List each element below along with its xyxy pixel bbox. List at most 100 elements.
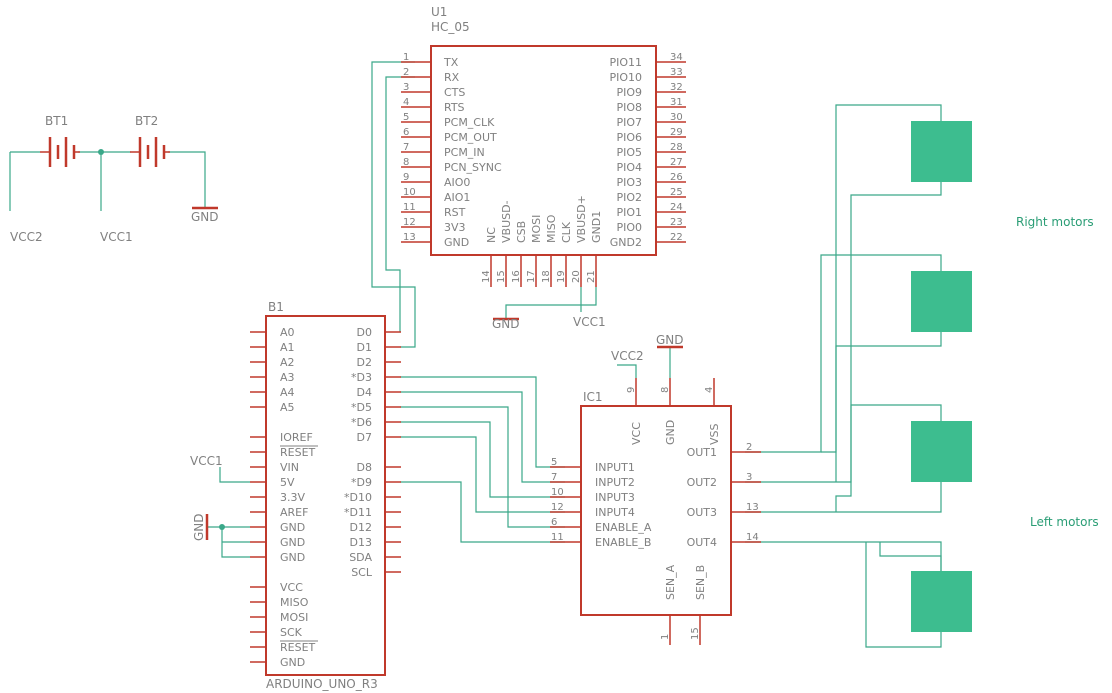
wire-rx-d0 [385, 76, 415, 332]
gnd-label-arduino: GND [192, 513, 206, 541]
hc05-pin-label: PIO7 [616, 116, 642, 129]
hc05-pin-label: PIO5 [616, 146, 642, 159]
wire-vcc1-5v [219, 467, 250, 483]
motor-left-2 [911, 571, 972, 632]
arduino-pin-label: GND [280, 536, 305, 549]
arduino-pin-label: RESET [280, 446, 316, 459]
wire-bt2-gnd [168, 151, 206, 208]
left-motors-label: Left motors [1030, 515, 1099, 529]
wire-out1-a [821, 104, 942, 453]
junction-dot-arduino [219, 524, 225, 530]
hc05-pin-label: PCM_IN [444, 146, 485, 159]
driver-pin-label: ENABLE_B [595, 536, 651, 549]
battery-bt1: BT1 [40, 114, 80, 167]
driver-pin-number: 13 [746, 502, 759, 513]
hc05-pin-label: TX [443, 56, 459, 69]
wire-d5-enablea [400, 406, 565, 528]
arduino-pin-label: A0 [280, 326, 295, 339]
hc05-right-pins: 34PIO1133PIO1032PIO931PIO830PIO729PIO628… [609, 52, 686, 249]
driver-pin-number: 14 [746, 532, 759, 543]
hc05-pin-label: AIO0 [444, 176, 470, 189]
driver-pin-number: 6 [551, 517, 557, 528]
arduino-pin-label: MOSI [280, 611, 308, 624]
arduino-pin-label: 5V [280, 476, 295, 489]
driver-pin-number: 15 [690, 627, 701, 640]
driver-pin-number: 10 [551, 487, 564, 498]
driver-pin-label: VCC [630, 422, 643, 445]
hc05-pin-label: PIO4 [616, 161, 642, 174]
driver-pin-number: 7 [551, 472, 557, 483]
arduino-pin-label: VIN [280, 461, 299, 474]
arduino-pin-label: D1 [357, 341, 372, 354]
arduino-pin-label: A1 [280, 341, 295, 354]
arduino-pin-label: *D3 [351, 371, 372, 384]
hc05-pin-label: PIO2 [616, 191, 642, 204]
arduino-pin-label: D0 [357, 326, 372, 339]
hc05-pin-label: PIO11 [609, 56, 642, 69]
hc05-pin-number: 20 [571, 270, 582, 283]
arduino-body [265, 315, 386, 676]
driver-pin-label: VSS [708, 423, 721, 445]
arduino-pin-label: A2 [280, 356, 295, 369]
wire-gnd-arduino [207, 526, 250, 558]
driver-pin-label: GND [664, 420, 677, 445]
wire-d4-input2 [400, 391, 565, 483]
hc05-pin-label: VBUSD- [500, 200, 513, 243]
battery-bt1-label: BT1 [45, 114, 68, 128]
wire-hc05-gnd [505, 287, 597, 319]
vcc1-label-battery: VCC1 [100, 230, 133, 244]
arduino-pin-label: MISO [280, 596, 309, 609]
hc05-pin-number: 31 [670, 97, 683, 108]
wire-out3-left [745, 482, 942, 513]
hc05-pin-number: 21 [586, 270, 597, 283]
hc05-pin-number: 14 [481, 270, 492, 283]
hc05-pin-number: 12 [403, 217, 416, 228]
hc05-pin-number: 29 [670, 127, 683, 138]
hc05-pin-number: 27 [670, 157, 683, 168]
arduino-pin-label: SCK [280, 626, 303, 639]
hc05-pin-label: VBUSD+ [575, 195, 588, 243]
hc05-pin-number: 5 [403, 112, 409, 123]
arduino-pin-label: A3 [280, 371, 295, 384]
arduino-pin-label: GND [280, 551, 305, 564]
hc05-body [430, 45, 657, 256]
gnd-label-driver: GND [656, 333, 684, 347]
driver-pin-label: INPUT2 [595, 476, 635, 489]
hc05-pin-number: 6 [403, 127, 409, 138]
hc05-value: HC_05 [431, 20, 470, 34]
hc05-pin-label: AIO1 [444, 191, 470, 204]
driver-pin-label: OUT2 [687, 476, 717, 489]
driver-pin-label: OUT1 [687, 446, 717, 459]
hc05-pin-label: MOSI [530, 215, 543, 243]
driver-pin-number: 9 [626, 387, 637, 393]
arduino-pin-label: D12 [350, 521, 372, 534]
hc05-pin-label: CSB [515, 221, 528, 243]
wire-driver-vcc2 [617, 364, 637, 378]
hc05-pin-label: RST [444, 206, 466, 219]
hc05-pin-number: 33 [670, 67, 683, 78]
arduino-pin-label: *D6 [351, 416, 372, 429]
hc05-pin-label: GND1 [590, 211, 603, 243]
wire-out4-b [865, 542, 942, 648]
right-motors-label: Right motors [1016, 215, 1094, 229]
hc05-pin-label: RX [444, 71, 460, 84]
hc05-pin-label: PIO0 [616, 221, 642, 234]
hc05-pin-number: 4 [403, 97, 409, 108]
hc05-pin-number: 32 [670, 82, 683, 93]
hc05-pin-number: 25 [670, 187, 683, 198]
hc05-pin-label: MISO [545, 214, 558, 243]
arduino-pin-label: SCL [351, 566, 373, 579]
arduino-pin-label: *D10 [344, 491, 372, 504]
hc05-pin-number: 22 [670, 232, 683, 243]
battery-bt2: BT2 [130, 114, 170, 167]
arduino-ref: B1 [268, 300, 284, 314]
gnd-label-battery: GND [191, 210, 219, 224]
driver-pin-number: 5 [551, 457, 557, 468]
driver-pin-number: 3 [746, 472, 752, 483]
arduino-pin-label: 3.3V [280, 491, 305, 504]
arduino-pin-label: GND [280, 656, 305, 669]
arduino-pin-label: GND [280, 521, 305, 534]
arduino-pin-label: D4 [357, 386, 372, 399]
